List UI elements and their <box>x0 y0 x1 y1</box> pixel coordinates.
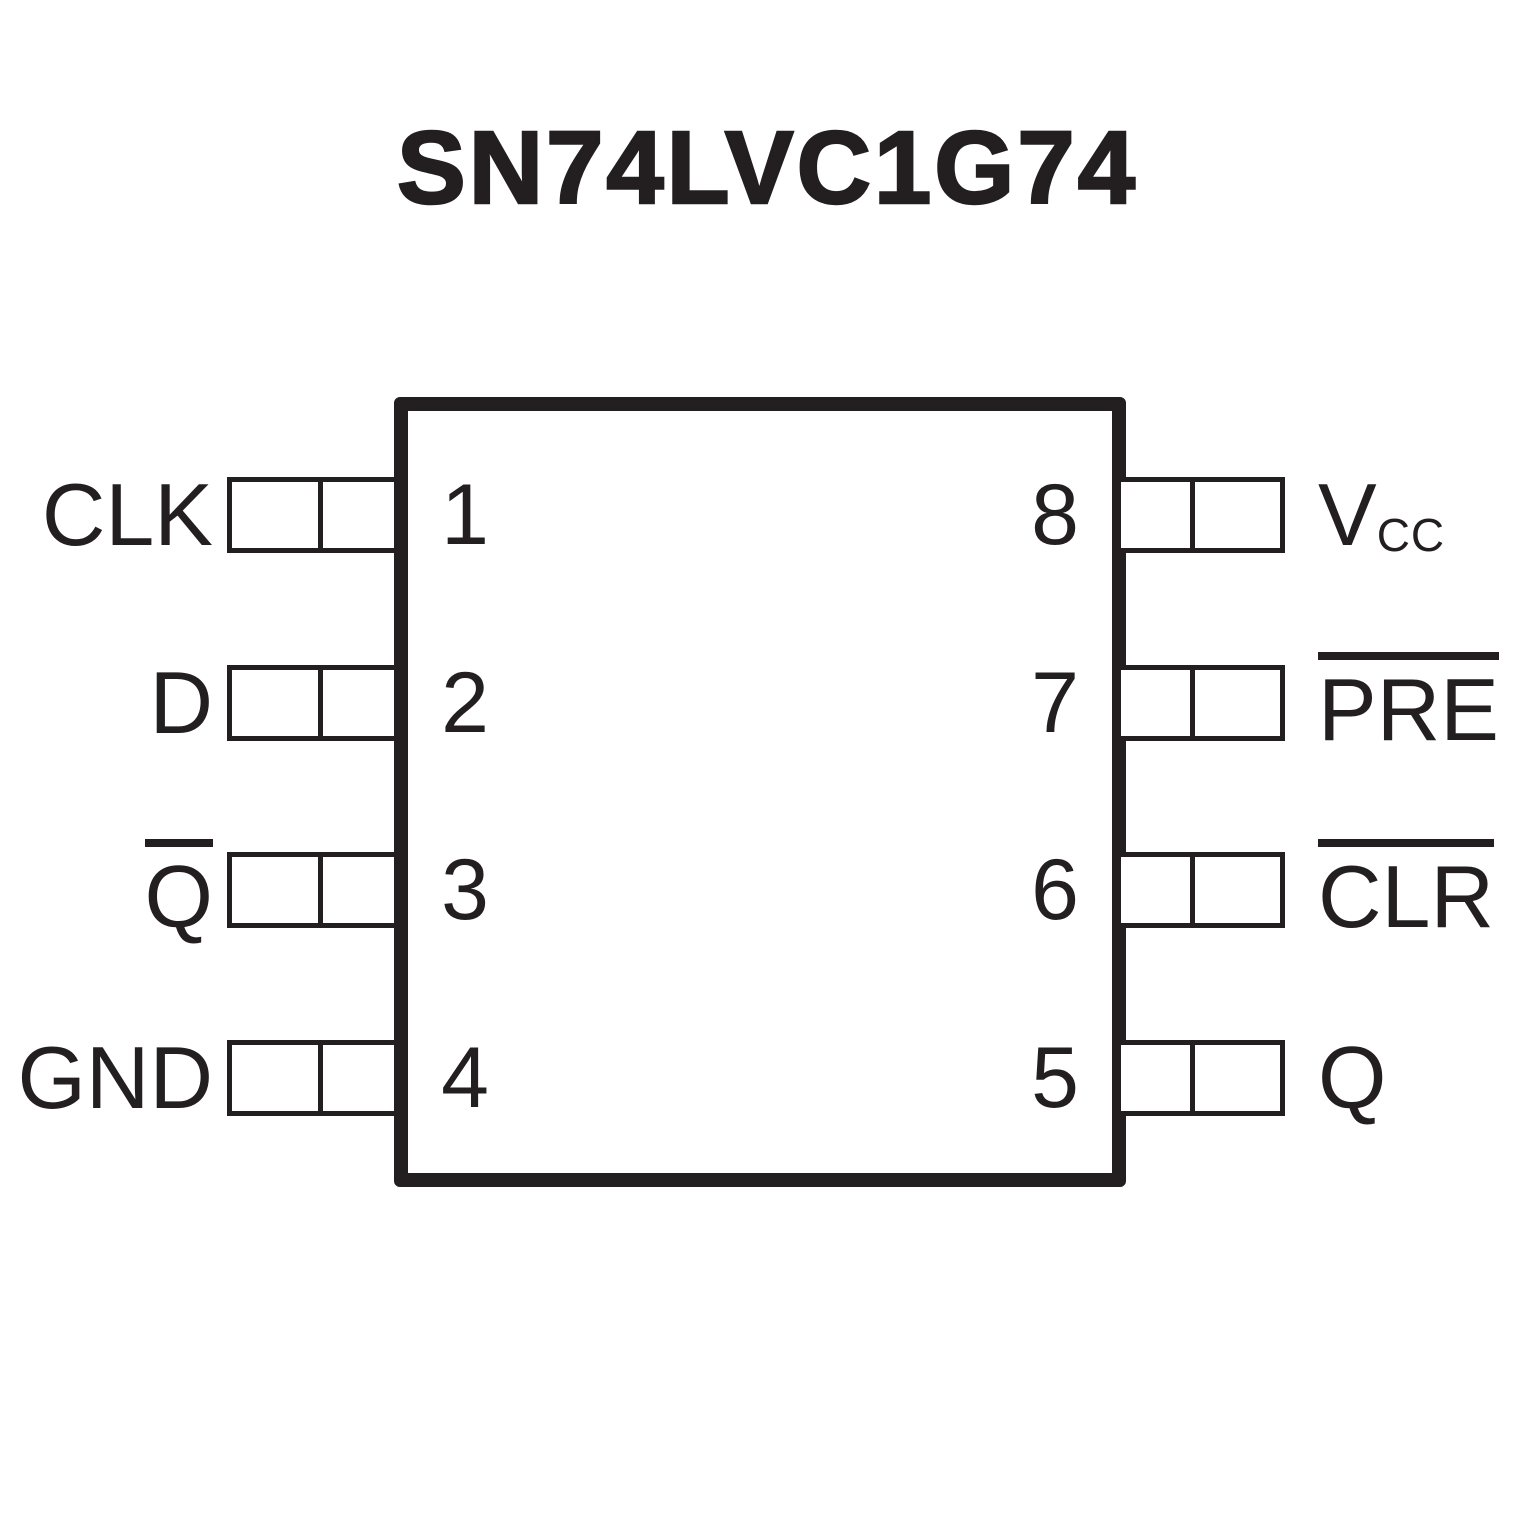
pin-5-lead-divider <box>1190 1044 1195 1112</box>
pin-6-number: 6 <box>1031 842 1079 938</box>
pin-label-d: D <box>0 659 213 747</box>
pin-2-number: 2 <box>441 655 489 751</box>
pin-3-lead-divider <box>318 856 323 924</box>
pin-label-clr-text: CLR <box>1318 839 1495 941</box>
pin-label-vcc-subscript: CC <box>1376 509 1446 561</box>
pin-6-lead <box>1116 852 1285 928</box>
pin-5-lead <box>1116 1040 1285 1116</box>
pin-label-clr: CLR <box>1318 839 1495 941</box>
pin-7-number: 7 <box>1031 655 1079 751</box>
pin-label-gnd-text: GND <box>17 1028 213 1127</box>
pin-8-number: 8 <box>1031 467 1079 563</box>
pin-1-number: 1 <box>441 467 489 563</box>
pin-6-lead-divider <box>1190 856 1195 924</box>
pin-8-lead <box>1116 477 1285 553</box>
pin-label-qbar-text: Q <box>144 839 213 941</box>
pin-5-number: 5 <box>1031 1030 1079 1126</box>
pin-label-clk: CLK <box>0 471 213 559</box>
pin-label-clk-text: CLK <box>41 465 213 564</box>
part-number-title: SN74LVC1G74 <box>396 110 1138 225</box>
pin-7-lead-divider <box>1190 669 1195 737</box>
pin-2-lead-divider <box>318 669 323 737</box>
pin-7-lead <box>1116 665 1285 741</box>
pin-label-pre: PRE <box>1318 652 1499 754</box>
pin-label-qbar: Q <box>0 839 213 941</box>
pin-label-q: Q <box>1318 1034 1386 1122</box>
pin-4-lead <box>227 1040 399 1116</box>
pin-1-lead-divider <box>318 481 323 549</box>
pin-4-number: 4 <box>441 1030 489 1126</box>
pin-3-lead <box>227 852 399 928</box>
chip-body <box>394 397 1126 1187</box>
pin-label-q-text: Q <box>1318 1028 1387 1127</box>
pin-label-vcc-main: V <box>1318 465 1377 564</box>
pin-label-pre-text: PRE <box>1318 652 1499 754</box>
pin-label-vcc: V CC <box>1318 471 1445 559</box>
pin-3-number: 3 <box>441 842 489 938</box>
pin-1-lead <box>227 477 399 553</box>
pin-label-gnd: GND <box>0 1034 213 1122</box>
pin-2-lead <box>227 665 399 741</box>
pin-8-lead-divider <box>1190 481 1195 549</box>
pin-4-lead-divider <box>318 1044 323 1112</box>
pin-label-d-text: D <box>149 653 213 752</box>
